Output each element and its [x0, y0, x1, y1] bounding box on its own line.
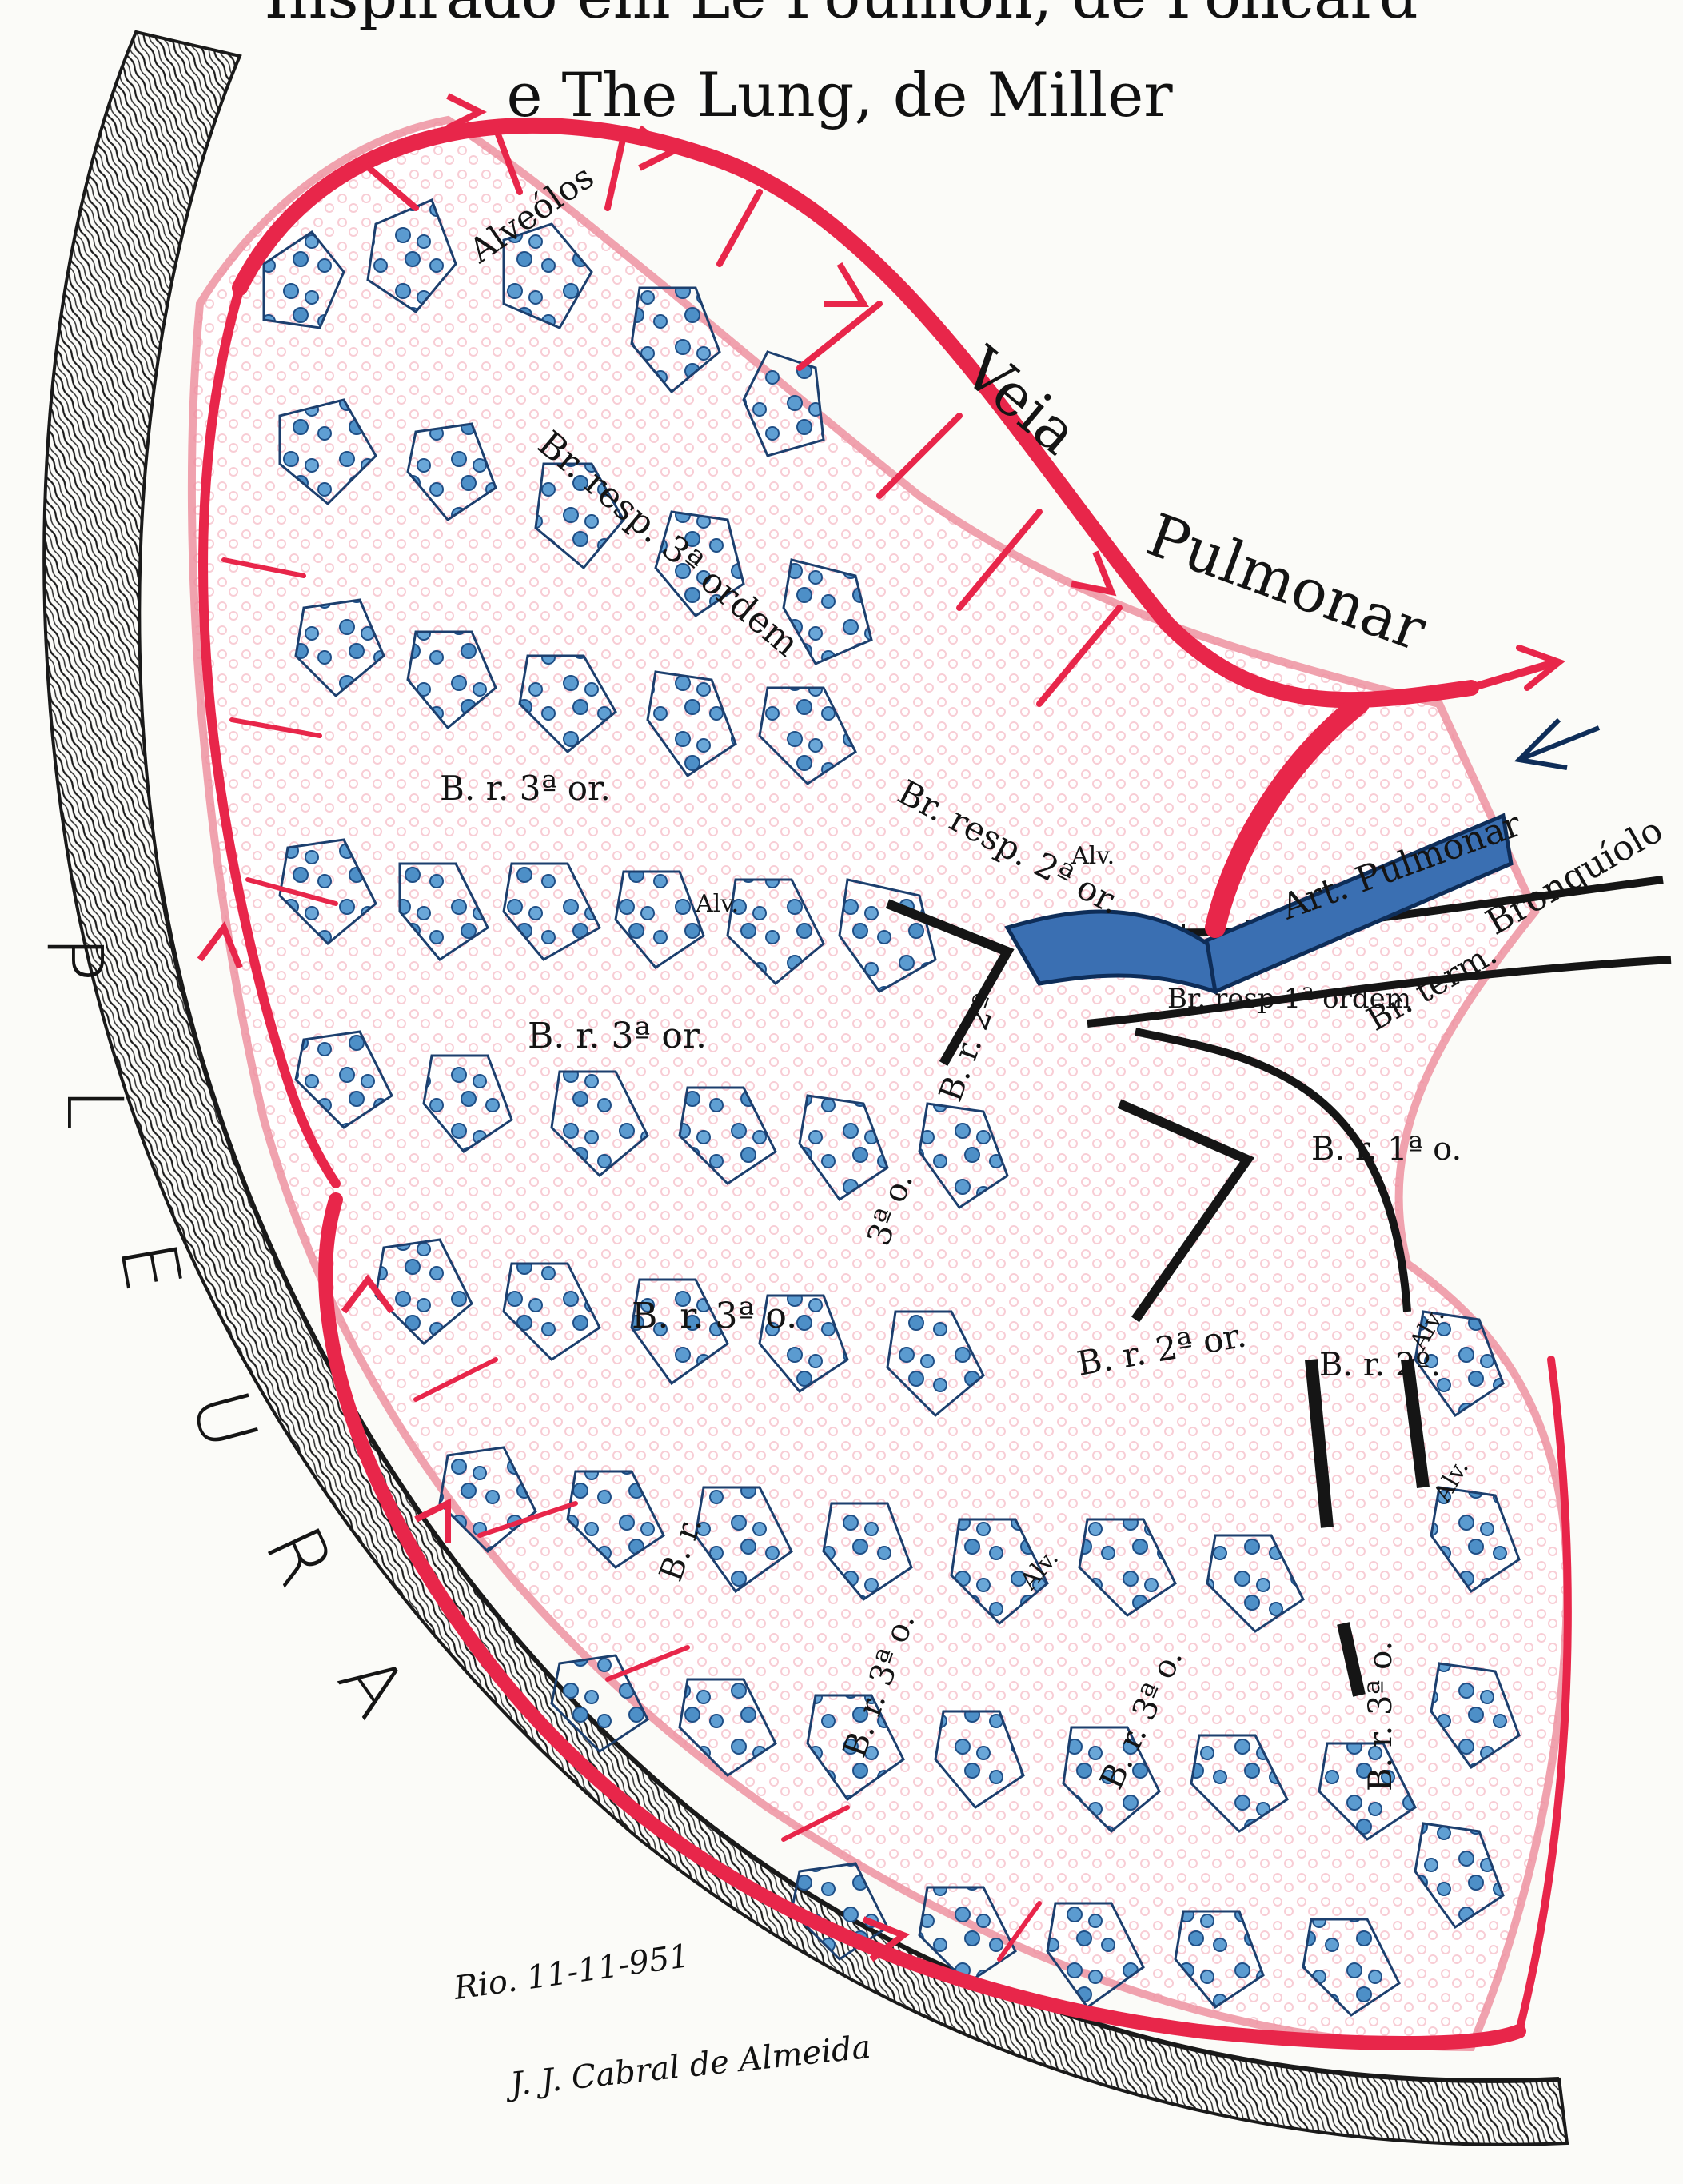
label-b-r-3a-or-2: B. r. 3ª or. [528, 1016, 707, 1056]
label-b-r-1a-o: B. r. 1ª o. [1311, 1131, 1462, 1168]
label-alv-1: Alv. [1071, 842, 1115, 870]
label-b-r-3a-o-lower-c: B. r. 3ª o. [1362, 1641, 1399, 1791]
label-b-r-3a-o: B. r. 3ª o. [632, 1296, 797, 1336]
pleura-letter: E [102, 1236, 198, 1299]
signature-author: J. J. Cabral de Almeida [503, 2029, 872, 2104]
header-line-1: Inspirado em Le Poumon, de Policard [265, 0, 1418, 32]
label-b-r-2o-right: B. r. 2º. [1319, 1347, 1441, 1383]
pleura-letter: R [247, 1513, 351, 1599]
label-veia: Veia [950, 333, 1091, 468]
label-br-resp-1a-ordem: Br. resp 1ª ordem [1167, 983, 1411, 1015]
pleura-letter: U [174, 1381, 275, 1459]
label-b-r-3a-or-1: B. r. 3ª or. [440, 769, 611, 808]
pleura-letter: L [50, 1088, 139, 1130]
pleura-letter: P [30, 936, 119, 982]
label-alv-2: Alv. [695, 890, 739, 918]
pleura-letter: A [321, 1639, 424, 1733]
signature-block: Rio. 11-11-951 J. J. Cabral de Almeida [451, 1938, 872, 2104]
header-line-2: e The Lung, de Miller [506, 59, 1173, 130]
signature-place-date: Rio. 11-11-951 [451, 1938, 692, 2007]
